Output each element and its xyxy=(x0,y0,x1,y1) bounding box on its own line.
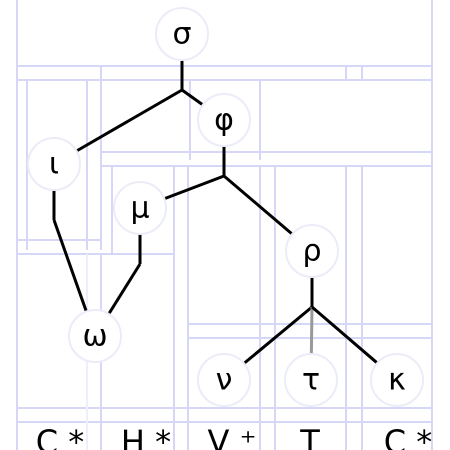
node-label: τ xyxy=(302,363,320,398)
footer-label: V ⁺ xyxy=(208,423,257,450)
node-label: ν xyxy=(216,363,233,398)
tree-edges xyxy=(52,60,379,365)
node-circle xyxy=(370,353,424,407)
background-grid xyxy=(16,0,433,450)
footer-label: H * xyxy=(121,423,171,450)
tree-nodes: σ φ ι μ ρ ω ν τ κ xyxy=(27,7,424,407)
footer-label: C * xyxy=(36,423,85,450)
node-phi: φ xyxy=(197,93,251,147)
node-sigma: σ xyxy=(155,7,209,61)
node-iota: ι xyxy=(27,137,81,191)
edge-phi-rho xyxy=(222,146,294,236)
node-label: μ xyxy=(130,191,149,226)
footer-label: C * xyxy=(384,423,433,450)
footer-labels: C * H * V ⁺ T C * xyxy=(36,423,433,450)
edge-rho-nu xyxy=(243,277,314,365)
node-tau: τ xyxy=(284,353,338,407)
edge-mu-omega xyxy=(107,234,142,315)
edge-rho-kappa xyxy=(310,277,379,365)
edge-sigma-iota xyxy=(75,60,184,153)
node-label: ρ xyxy=(302,234,321,269)
node-label: φ xyxy=(214,103,234,138)
footer-label: T xyxy=(299,423,320,450)
node-circle xyxy=(284,353,338,407)
node-omega: ω xyxy=(68,309,122,363)
node-circle xyxy=(68,309,122,363)
edge-iota-omega xyxy=(52,190,88,312)
node-circle xyxy=(27,137,81,191)
node-circle xyxy=(113,181,167,235)
node-label: κ xyxy=(388,363,406,398)
edge-sigma-phi xyxy=(180,60,204,107)
node-rho: ρ xyxy=(285,224,339,278)
node-label: ω xyxy=(82,319,107,354)
node-label: ι xyxy=(49,147,59,182)
node-circle xyxy=(285,224,339,278)
node-circle xyxy=(197,353,251,407)
node-kappa: κ xyxy=(370,353,424,407)
node-circle xyxy=(197,93,251,147)
node-nu: ν xyxy=(197,353,251,407)
node-label: σ xyxy=(172,17,191,52)
node-mu: μ xyxy=(113,181,167,235)
node-circle xyxy=(155,7,209,61)
